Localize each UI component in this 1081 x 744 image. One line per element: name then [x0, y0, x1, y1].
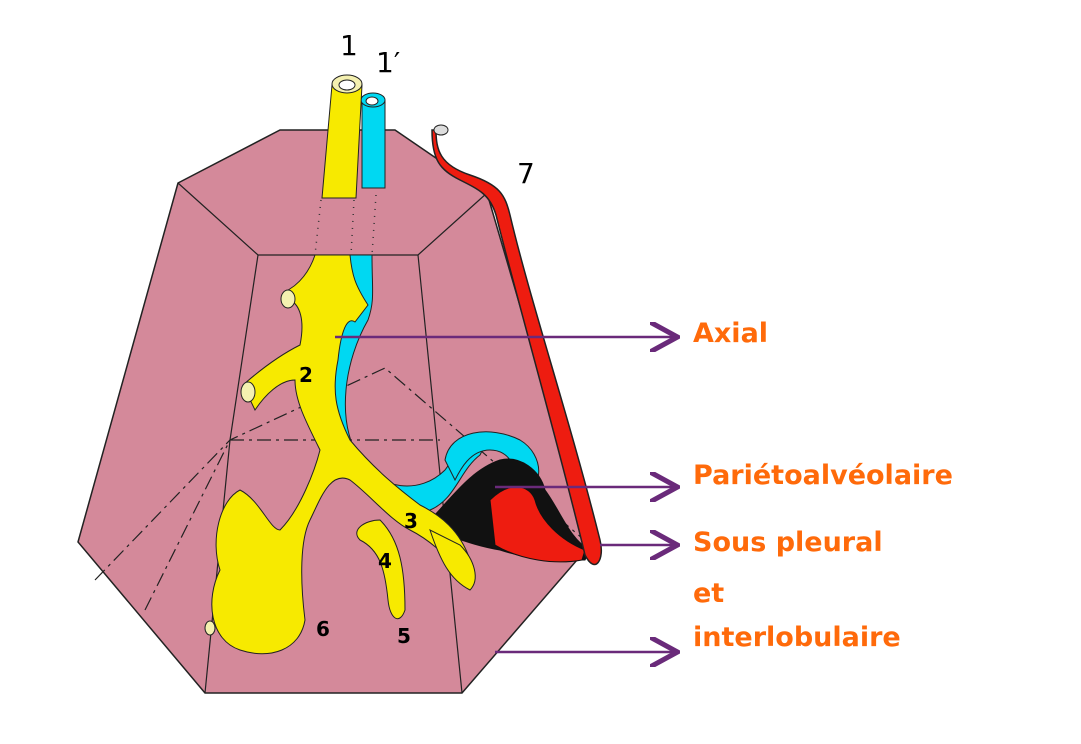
vein [431, 129, 602, 566]
label-4: 4 [378, 549, 392, 573]
artery [361, 99, 386, 189]
label-sous-pleural: Sous pleural [693, 527, 883, 558]
label-parietoalveolaire: Pariétoalvéolaire [693, 460, 953, 491]
label-1-prime: 1′ [376, 46, 400, 79]
bronchus [321, 84, 363, 199]
label-interlobulaire: interlobulaire [693, 622, 901, 653]
pointer-arrows [335, 337, 675, 652]
label-5: 5 [397, 624, 411, 648]
label-et: et [693, 578, 725, 609]
label-1: 1 [340, 29, 358, 62]
label-7: 7 [517, 157, 535, 190]
label-3: 3 [404, 509, 418, 533]
label-6: 6 [316, 617, 330, 641]
label-2: 2 [299, 363, 313, 387]
label-axial: Axial [693, 318, 769, 349]
